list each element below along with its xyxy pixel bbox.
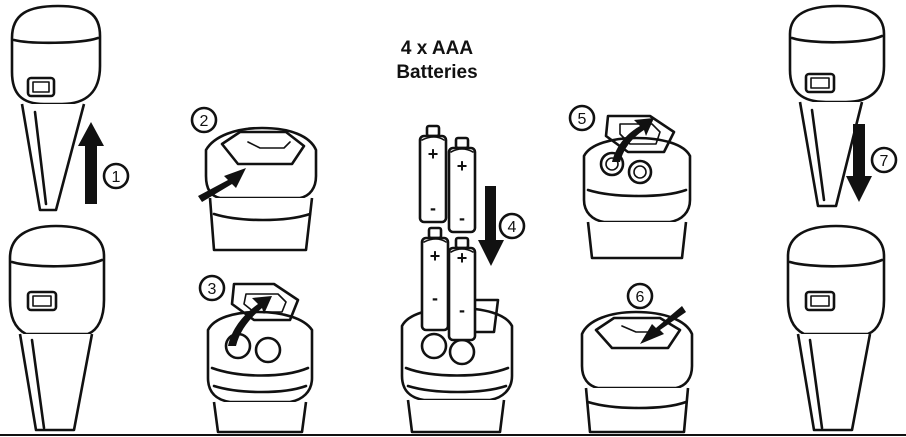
svg-text:+: +	[428, 144, 439, 164]
svg-text:1: 1	[112, 169, 121, 186]
arrow-press-icon	[198, 168, 246, 202]
arrow-down-icon	[846, 124, 872, 202]
step-2-badge: 2	[190, 106, 218, 134]
arrow-up-icon	[78, 122, 104, 204]
light-unit-top-left	[10, 4, 102, 212]
battery-inserting-right: + -	[447, 236, 477, 342]
svg-text:5: 5	[578, 111, 587, 128]
battery-top-right: + -	[447, 136, 477, 234]
battery-inserting-left: + -	[420, 226, 450, 332]
arrow-curve-icon	[228, 296, 272, 346]
svg-text:-: -	[430, 198, 436, 218]
svg-text:2: 2	[200, 113, 209, 130]
svg-text:+: +	[430, 246, 441, 266]
arrow-curve-icon	[612, 118, 654, 162]
step-3-badge: 3	[198, 274, 226, 302]
battery-compartment-step-5	[582, 114, 692, 260]
light-unit-top-right	[788, 4, 886, 208]
svg-text:-: -	[459, 208, 465, 228]
svg-text:7: 7	[880, 153, 889, 170]
step-4-badge: 4	[498, 212, 526, 240]
arrow-down-icon	[478, 186, 504, 266]
step-7-badge: 7	[870, 146, 898, 174]
arrow-press-icon	[640, 306, 686, 344]
svg-text:6: 6	[636, 289, 645, 306]
step-1-badge: 1	[102, 162, 130, 190]
switch-icon	[26, 290, 58, 312]
battery-top-left: + -	[418, 124, 448, 224]
switch-icon	[26, 76, 56, 98]
header-line-1: 4 x AAA	[401, 38, 473, 59]
housing-closed-step-6	[580, 310, 694, 434]
step-5-badge: 5	[568, 104, 596, 132]
svg-text:+: +	[457, 156, 468, 176]
svg-text:3: 3	[208, 281, 217, 298]
step-6-badge: 6	[626, 282, 654, 310]
switch-icon	[804, 72, 836, 94]
svg-text:-: -	[459, 300, 465, 320]
light-unit-bottom-left	[8, 224, 106, 432]
svg-text:4: 4	[508, 219, 517, 236]
switch-icon	[804, 290, 836, 312]
light-unit-bottom-right	[786, 224, 886, 432]
svg-text:-: -	[432, 288, 438, 308]
svg-text:+: +	[457, 248, 468, 268]
header-line-2: Batteries	[396, 62, 477, 83]
